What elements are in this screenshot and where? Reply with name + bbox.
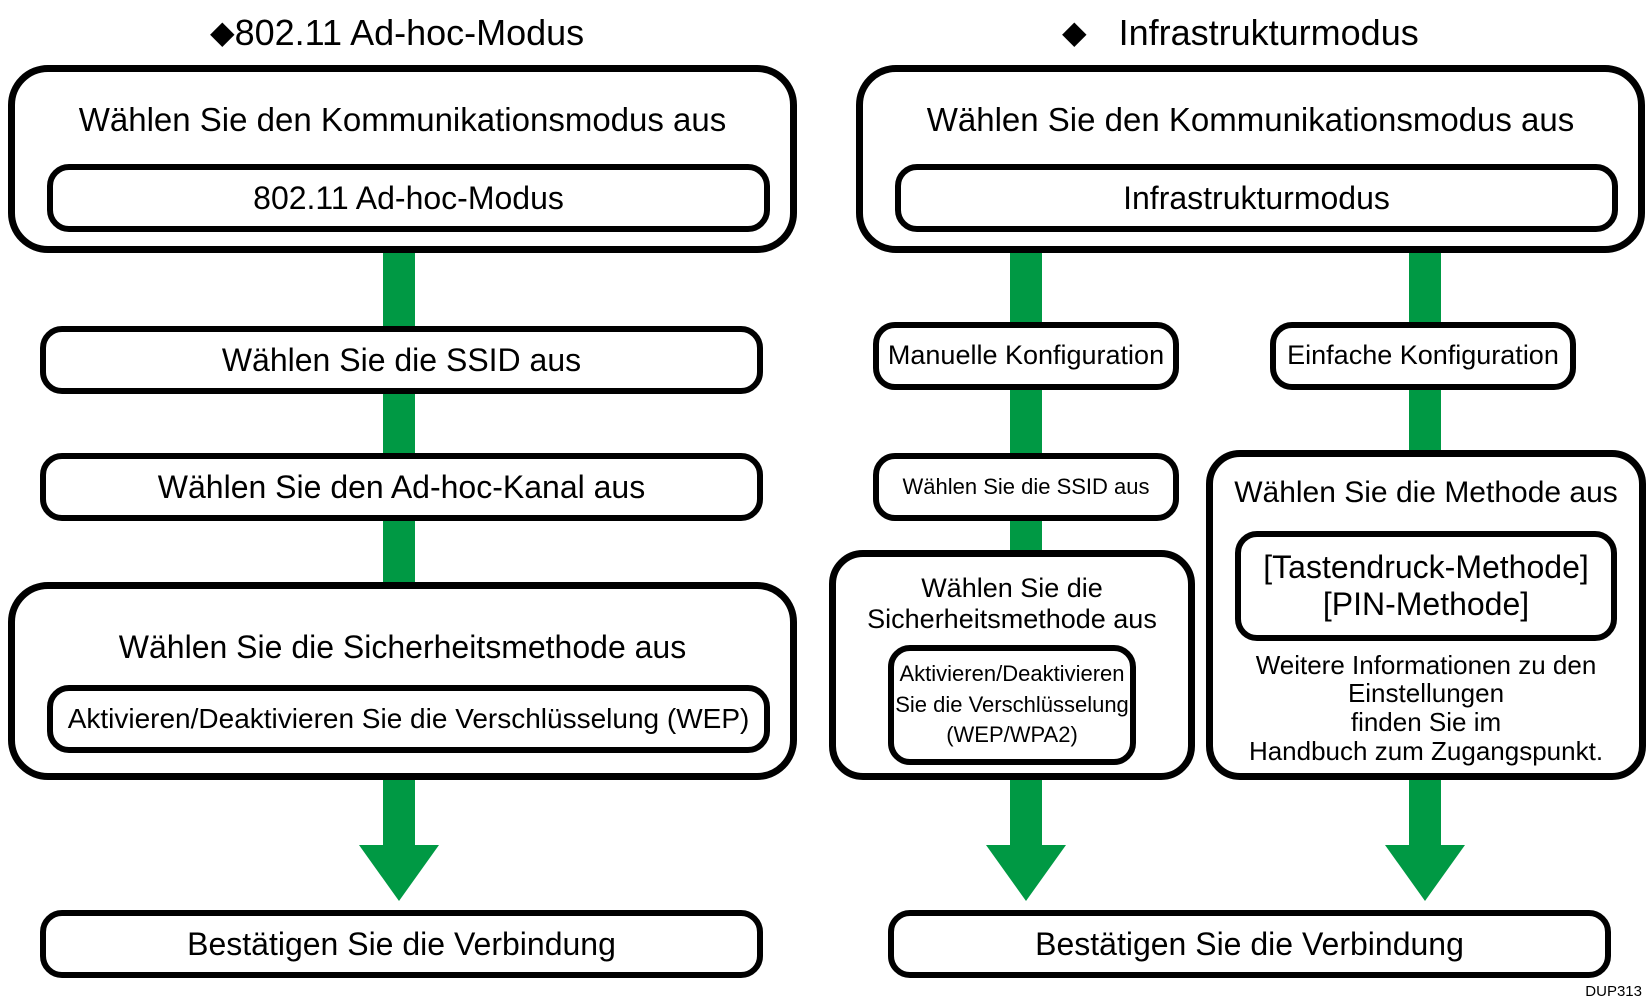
diamond-bullet-icon: ◆ — [1062, 14, 1087, 50]
figure-id: DUP313 — [1585, 983, 1642, 1000]
easy-method-note-line1: Weitere Informationen zu den — [1255, 649, 1597, 680]
manual-config-step: Manuelle Konfiguration — [873, 322, 1179, 390]
easy-method-note-line2: Einstellungen — [1347, 678, 1505, 709]
adhoc-title: ◆802.11 Ad-hoc-Modus — [210, 12, 584, 54]
infra-mode-heading: Wählen Sie den Kommunikationsmodus aus — [926, 101, 1575, 139]
manual-security-step: Wählen Sie die Sicherheitsmethode aus Ak… — [829, 550, 1195, 780]
easy-method-note: Weitere Informationen zu den Einstellung… — [1213, 649, 1639, 767]
easy-method-value-line1: [Tastendruck-Methode] — [1263, 549, 1589, 586]
easy-method-note-line3: finden Sie im — [1350, 707, 1502, 737]
infra-confirm-text: Bestätigen Sie die Verbindung — [1035, 925, 1464, 962]
easy-method-value: [Tastendruck-Methode] [PIN-Methode] — [1241, 537, 1611, 635]
adhoc-channel-step: Wählen Sie den Ad-hoc-Kanal aus — [40, 453, 763, 521]
easy-config-label: Einfache Konfiguration — [1287, 340, 1559, 371]
manual-security-heading: Wählen Sie die Sicherheitsmethode aus — [836, 567, 1188, 641]
adhoc-confirm-text: Bestätigen Sie die Verbindung — [187, 925, 616, 962]
manual-security-value-line1: Aktivieren/Deaktivieren — [899, 660, 1125, 686]
manual-security-value-box: Aktivieren/Deaktivieren Sie die Verschlü… — [888, 645, 1136, 765]
easy-method-heading: Wählen Sie die Methode aus — [1234, 475, 1618, 509]
infra-mode-value-box: Infrastrukturmodus — [895, 164, 1618, 232]
adhoc-ssid-step: Wählen Sie die SSID aus — [40, 326, 763, 394]
adhoc-mode-heading: Wählen Sie den Kommunikationsmodus aus — [78, 101, 727, 139]
manual-config-label: Manuelle Konfiguration — [887, 340, 1165, 371]
manual-security-heading-line2: Sicherheitsmethode aus — [867, 604, 1157, 634]
easy-method-step: Wählen Sie die Methode aus [Tastendruck-… — [1206, 450, 1646, 780]
infra-mode-step: Wählen Sie den Kommunikationsmodus aus I… — [856, 65, 1645, 253]
manual-ssid-text: Wählen Sie die SSID aus — [902, 474, 1150, 500]
easy-method-value-line2: [PIN-Methode] — [1322, 586, 1530, 622]
infra-mode-value: Infrastrukturmodus — [1123, 179, 1390, 216]
easy-method-note-line4: Handbuch zum Zugangspunkt. — [1248, 735, 1604, 766]
adhoc-mode-value-box: 802.11 Ad-hoc-Modus — [47, 164, 770, 232]
adhoc-security-step: Wählen Sie die Sicherheitsmethode aus Ak… — [8, 582, 797, 780]
infra-confirm-step: Bestätigen Sie die Verbindung — [888, 910, 1611, 978]
adhoc-security-value-box: Aktivieren/Deaktivieren Sie die Verschlü… — [47, 685, 770, 753]
manual-security-value-line2: Sie die Verschlüsselung — [895, 691, 1129, 717]
adhoc-confirm-step: Bestätigen Sie die Verbindung — [40, 910, 763, 978]
manual-ssid-step: Wählen Sie die SSID aus — [873, 453, 1179, 521]
infra-title-text: Infrastrukturmodus — [1118, 12, 1419, 53]
arrow-head-icon — [1385, 845, 1465, 901]
diamond-bullet-icon: ◆ — [210, 14, 235, 50]
manual-security-value: Aktivieren/Deaktivieren Sie die Verschlü… — [894, 651, 1130, 759]
easy-config-step: Einfache Konfiguration — [1270, 322, 1576, 390]
manual-security-value-line3: (WEP/WPA2) — [946, 722, 1078, 748]
arrow-head-icon — [359, 845, 439, 901]
infra-title: ◆ Infrastrukturmodus — [1062, 12, 1419, 54]
easy-method-value-box: [Tastendruck-Methode] [PIN-Methode] — [1235, 531, 1617, 641]
arrow-head-icon — [986, 845, 1066, 901]
adhoc-ssid-text: Wählen Sie die SSID aus — [221, 341, 582, 378]
adhoc-title-text: 802.11 Ad-hoc-Modus — [234, 12, 585, 53]
adhoc-security-heading: Wählen Sie die Sicherheitsmethode aus — [118, 628, 687, 665]
adhoc-mode-step: Wählen Sie den Kommunikationsmodus aus 8… — [8, 65, 797, 253]
adhoc-mode-value: 802.11 Ad-hoc-Modus — [253, 179, 564, 216]
manual-security-heading-line1: Wählen Sie die — [921, 572, 1103, 603]
adhoc-security-value: Aktivieren/Deaktivieren Sie die Verschlü… — [67, 702, 750, 734]
adhoc-channel-text: Wählen Sie den Ad-hoc-Kanal aus — [157, 468, 646, 505]
